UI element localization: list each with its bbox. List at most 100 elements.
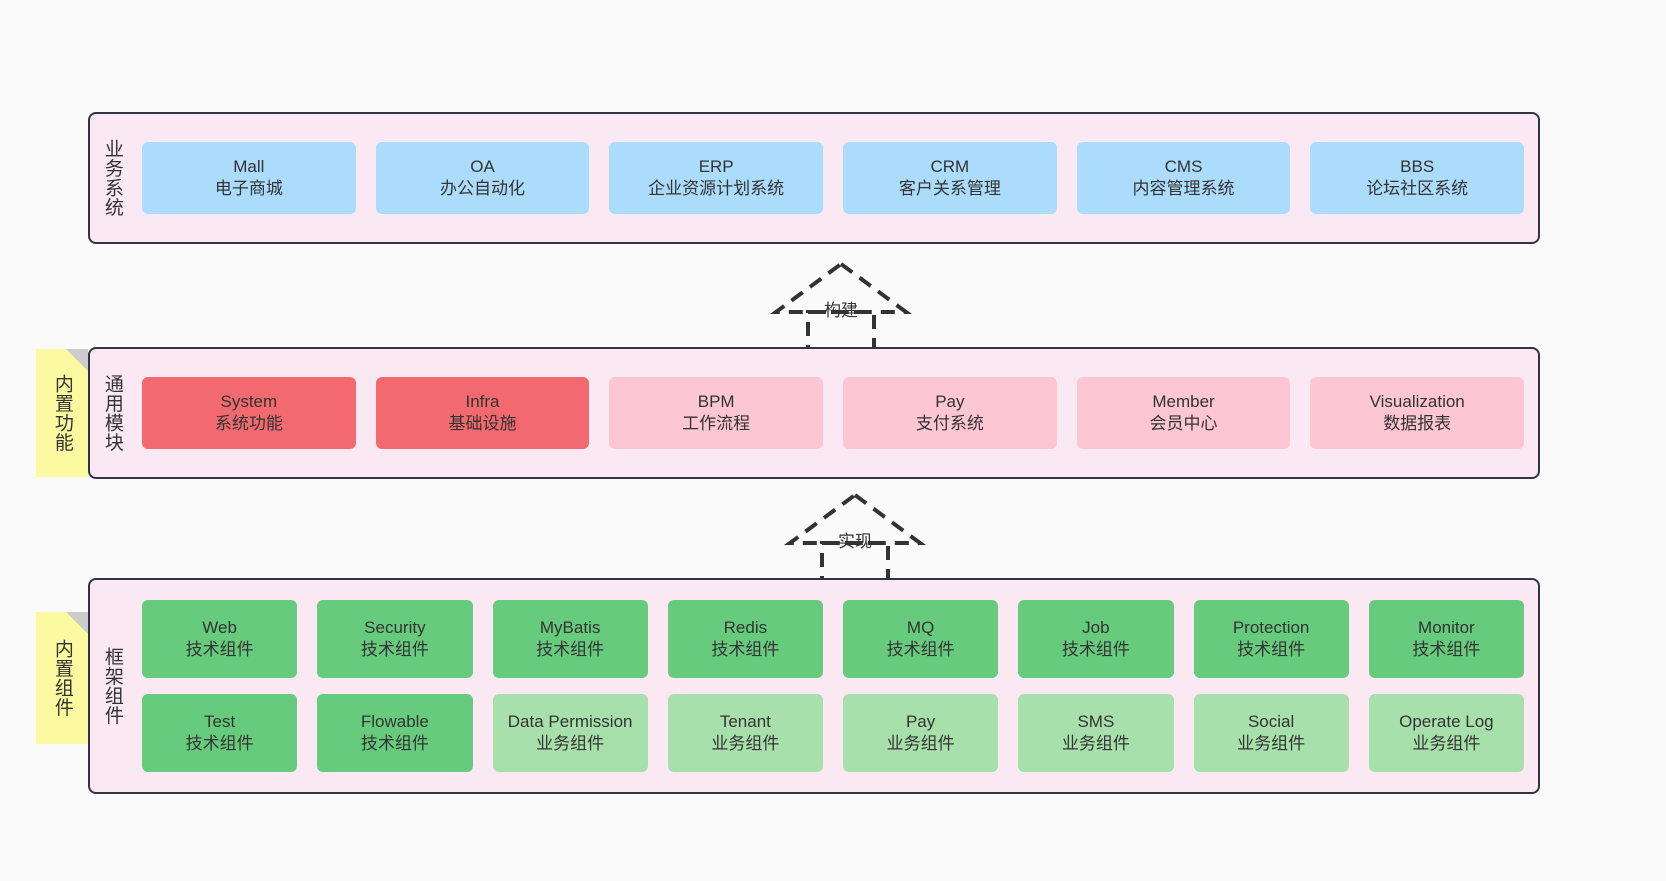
framework-box-web[interactable]: Web 技术组件: [142, 600, 298, 678]
connector-implement: 实现: [770, 487, 940, 583]
framework-box-flowable[interactable]: Flowable 技术组件: [317, 694, 473, 772]
framework-box-tenant[interactable]: Tenant 业务组件: [667, 694, 823, 772]
framework-box-test-en: Test: [204, 712, 236, 732]
framework-box-redis-cn: 技术组件: [711, 640, 780, 659]
common-box-visualization[interactable]: Visualization 数据报表: [1310, 377, 1525, 449]
framework-box-test-cn: 技术组件: [185, 734, 254, 753]
business-box-oa[interactable]: OA 办公自动化: [375, 142, 590, 214]
framework-box-operate-log-cn: 业务组件: [1412, 734, 1481, 753]
common-box-infra[interactable]: Infra 基础设施: [375, 377, 590, 449]
framework-box-web-cn: 技术组件: [185, 640, 254, 659]
framework-box-mybatis-cn: 技术组件: [536, 640, 605, 659]
framework-box-flowable-en: Flowable: [360, 712, 429, 732]
sticky-note-builtin-function-label: 内置功能: [51, 374, 73, 452]
framework-box-social[interactable]: Social 业务组件: [1193, 694, 1349, 772]
framework-box-protection-cn: 技术组件: [1237, 640, 1306, 659]
business-box-cms-en: CMS: [1164, 157, 1203, 177]
business-box-bbs[interactable]: BBS 论坛社区系统: [1310, 142, 1525, 214]
common-box-visualization-cn: 数据报表: [1383, 414, 1452, 433]
sticky-note-builtin-component: 内置组件: [36, 612, 88, 744]
layer-business-title: 业务系统: [101, 139, 123, 217]
framework-box-social-cn: 业务组件: [1237, 734, 1306, 753]
business-box-cms-cn: 内容管理系统: [1132, 179, 1235, 198]
common-box-member[interactable]: Member 会员中心: [1076, 377, 1291, 449]
framework-box-mq-en: MQ: [906, 618, 935, 638]
framework-box-tenant-en: Tenant: [719, 712, 771, 732]
framework-box-social-en: Social: [1247, 712, 1295, 732]
layer-business-system: 业务系统 Mall 电子商城 OA 办公自动化 ERP 企业资源计划系统 CRM…: [88, 112, 1540, 244]
framework-box-mybatis[interactable]: MyBatis 技术组件: [492, 600, 648, 678]
framework-box-sms-cn: 业务组件: [1061, 734, 1130, 753]
common-box-system-cn: 系统功能: [214, 414, 283, 433]
layer-framework-component: 框架组件 Web 技术组件 Security 技术组件 MyBatis 技术组件…: [88, 578, 1540, 794]
framework-box-test[interactable]: Test 技术组件: [142, 694, 298, 772]
layer-common-title: 通用模块: [101, 374, 123, 452]
framework-box-monitor[interactable]: Monitor 技术组件: [1368, 600, 1524, 678]
framework-box-mq[interactable]: MQ 技术组件: [843, 600, 999, 678]
business-box-erp[interactable]: ERP 企业资源计划系统: [609, 142, 824, 214]
framework-box-job-en: Job: [1082, 618, 1110, 638]
framework-box-pay-en: Pay: [905, 712, 936, 732]
layer-common-module: 通用模块 System 系统功能 Infra 基础设施 BPM 工作流程 Pay…: [88, 347, 1540, 479]
framework-box-mq-cn: 技术组件: [886, 640, 955, 659]
common-box-member-en: Member: [1152, 392, 1215, 412]
framework-box-tenant-cn: 业务组件: [711, 734, 780, 753]
business-box-bbs-cn: 论坛社区系统: [1366, 179, 1469, 198]
framework-box-pay-cn: 业务组件: [886, 734, 955, 753]
framework-row-2: Test 技术组件 Flowable 技术组件 Data Permission …: [142, 694, 1524, 772]
framework-box-monitor-en: Monitor: [1418, 618, 1475, 638]
common-box-pay-cn: 支付系统: [915, 414, 984, 433]
connector-build: 构建: [756, 256, 926, 352]
framework-box-job[interactable]: Job 技术组件: [1018, 600, 1174, 678]
framework-box-pay[interactable]: Pay 业务组件: [843, 694, 999, 772]
framework-box-data-permission[interactable]: Data Permission 业务组件: [492, 694, 648, 772]
framework-box-protection[interactable]: Protection 技术组件: [1193, 600, 1349, 678]
common-box-system[interactable]: System 系统功能: [142, 377, 356, 449]
connector-build-glyph: [769, 261, 913, 352]
connector-implement-label: 实现: [838, 532, 872, 551]
common-box-system-en: System: [220, 392, 278, 412]
business-box-oa-cn: 办公自动化: [440, 179, 525, 198]
common-box-bpm[interactable]: BPM 工作流程: [609, 377, 824, 449]
layer-business-body: Mall 电子商城 OA 办公自动化 ERP 企业资源计划系统 CRM 客户关系…: [134, 114, 1538, 242]
layer-framework-body: Web 技术组件 Security 技术组件 MyBatis 技术组件 Redi…: [134, 580, 1538, 792]
framework-box-redis[interactable]: Redis 技术组件: [667, 600, 823, 678]
sticky-note-builtin-component-label: 内置组件: [51, 639, 73, 717]
business-box-crm-cn: 客户关系管理: [898, 179, 1001, 198]
business-box-mall[interactable]: Mall 电子商城: [142, 142, 356, 214]
framework-box-mybatis-en: MyBatis: [539, 618, 601, 638]
framework-box-data-permission-cn: 业务组件: [536, 734, 605, 753]
framework-box-operate-log[interactable]: Operate Log 业务组件: [1368, 694, 1524, 772]
common-box-infra-cn: 基础设施: [448, 414, 517, 433]
sticky-fold-icon: [66, 612, 88, 634]
layer-common-body: System 系统功能 Infra 基础设施 BPM 工作流程 Pay 支付系统…: [134, 349, 1538, 477]
connector-build-label: 构建: [824, 301, 858, 320]
layer-framework-title: 框架组件: [101, 647, 123, 725]
common-box-bpm-cn: 工作流程: [682, 414, 751, 433]
common-box-pay[interactable]: Pay 支付系统: [843, 377, 1057, 449]
framework-box-sms[interactable]: SMS 业务组件: [1018, 694, 1174, 772]
framework-box-flowable-cn: 技术组件: [360, 734, 429, 753]
framework-box-security[interactable]: Security 技术组件: [317, 600, 473, 678]
framework-box-redis-en: Redis: [723, 618, 768, 638]
business-box-crm[interactable]: CRM 客户关系管理: [843, 142, 1057, 214]
framework-box-web-en: Web: [202, 618, 237, 638]
business-box-oa-en: OA: [470, 157, 495, 177]
framework-box-security-en: Security: [364, 618, 426, 638]
business-box-cms[interactable]: CMS 内容管理系统: [1076, 142, 1291, 214]
business-row: Mall 电子商城 OA 办公自动化 ERP 企业资源计划系统 CRM 客户关系…: [142, 142, 1525, 214]
common-box-member-cn: 会员中心: [1149, 414, 1218, 433]
framework-box-monitor-cn: 技术组件: [1412, 640, 1481, 659]
common-box-infra-en: Infra: [465, 392, 500, 412]
sticky-fold-icon: [66, 349, 88, 371]
framework-box-job-cn: 技术组件: [1061, 640, 1130, 659]
business-box-mall-en: Mall: [233, 157, 265, 177]
business-box-mall-cn: 电子商城: [214, 179, 283, 198]
common-box-pay-en: Pay: [935, 392, 965, 412]
common-box-visualization-en: Visualization: [1369, 392, 1465, 412]
framework-box-data-permission-en: Data Permission: [507, 712, 633, 732]
business-box-erp-en: ERP: [698, 157, 734, 177]
business-box-erp-cn: 企业资源计划系统: [648, 179, 785, 198]
common-row: System 系统功能 Infra 基础设施 BPM 工作流程 Pay 支付系统…: [142, 377, 1525, 449]
